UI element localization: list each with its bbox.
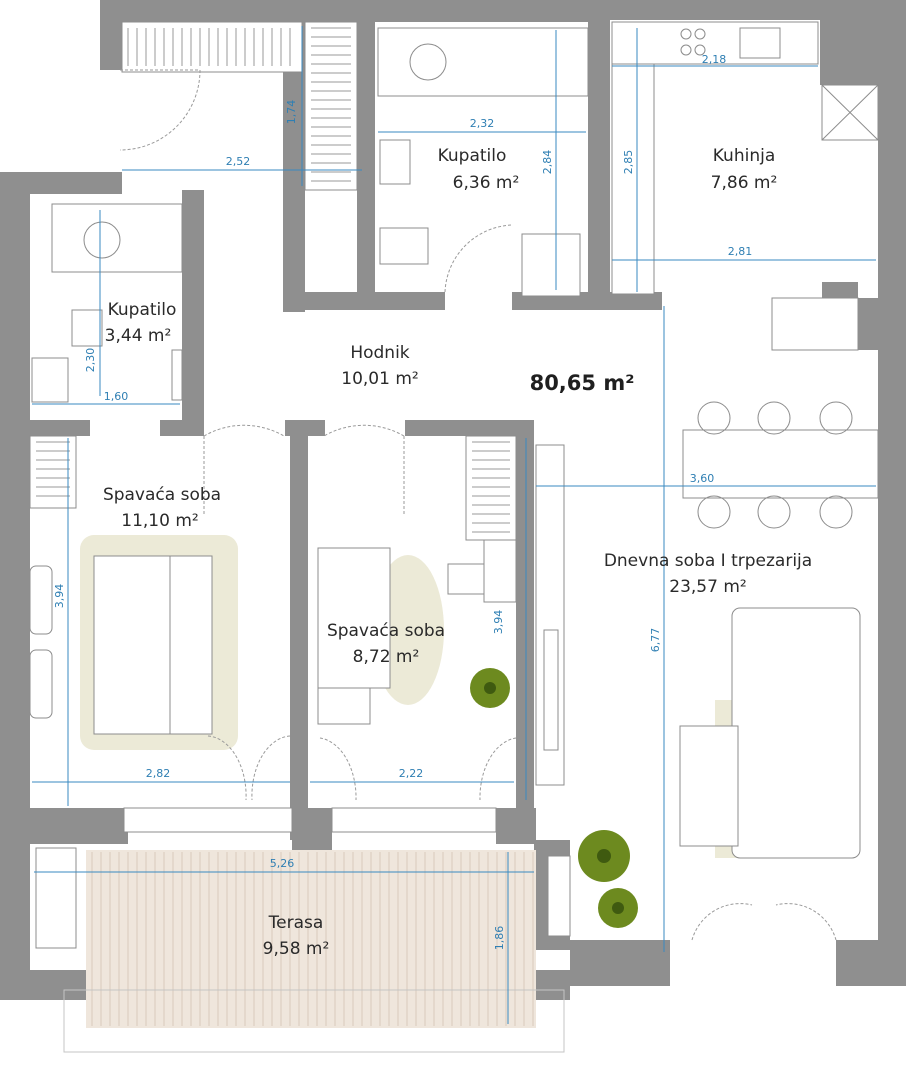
room-area-dnevna: 23,57 m² [669,577,746,597]
room-area-hodnik: 10,01 m² [341,369,418,389]
bathroom-small-fixtures [31,203,183,403]
dim-2-85: 2,85 [622,150,635,175]
dim-2-22: 2,22 [399,767,424,780]
room-name-kupatilo-small: Kupatilo [108,300,177,320]
bedroom-small-fixtures [317,435,517,801]
dim-2-82: 2,82 [146,767,171,780]
terrace-fixtures [35,807,571,949]
dim-1-86: 1,86 [493,926,506,951]
hall-wardrobe [121,21,358,191]
room-area-spavaca-large: 11,10 m² [121,511,198,531]
total-area: 80,65 m² [530,371,635,395]
room-name-terasa: Terasa [268,913,324,933]
dim-3-60: 3,60 [690,472,715,485]
entrance-door[interactable] [119,69,201,151]
walls [0,0,906,1000]
room-name-dnevna: Dnevna soba I trpezarija [604,551,812,571]
living-fixtures [535,401,879,941]
dim-3-94-left: 3,94 [53,584,66,609]
kitchen-fixtures [611,21,879,351]
dim-3-94-mid: 3,94 [492,610,505,635]
room-name-spavaca-small: Spavaća soba [327,621,445,641]
dim-2-84: 2,84 [541,150,554,175]
bathroom-large-fixtures [377,27,589,297]
room-name-hodnik: Hodnik [350,343,409,363]
dim-2-18: 2,18 [702,53,727,66]
dim-2-32: 2,32 [470,117,495,130]
room-name-spavaca-large: Spavaća soba [103,485,221,505]
dim-5-26: 5,26 [270,857,295,870]
dim-6-77: 6,77 [649,628,662,653]
room-name-kupatilo-large: Kupatilo [438,146,507,166]
dim-1-60: 1,60 [104,390,129,403]
terrace-deck [63,850,565,1053]
dim-2-52: 2,52 [226,155,251,168]
dim-2-81: 2,81 [728,245,753,258]
room-area-kupatilo-large: 6,36 m² [453,173,520,193]
dim-2-30: 2,30 [84,348,97,373]
bedroom-small-door[interactable] [323,424,405,516]
bedroom-large-door[interactable] [203,424,285,516]
dim-1-74: 1,74 [285,100,298,125]
dimension-lines [32,26,876,1024]
plant-icon [470,668,638,928]
room-area-terasa: 9,58 m² [263,939,330,959]
room-area-kupatilo-small: 3,44 m² [105,326,172,346]
room-name-kuhinja: Kuhinja [713,146,776,166]
room-area-spavaca-small: 8,72 m² [353,647,420,667]
room-area-kuhinja: 7,86 m² [711,173,778,193]
